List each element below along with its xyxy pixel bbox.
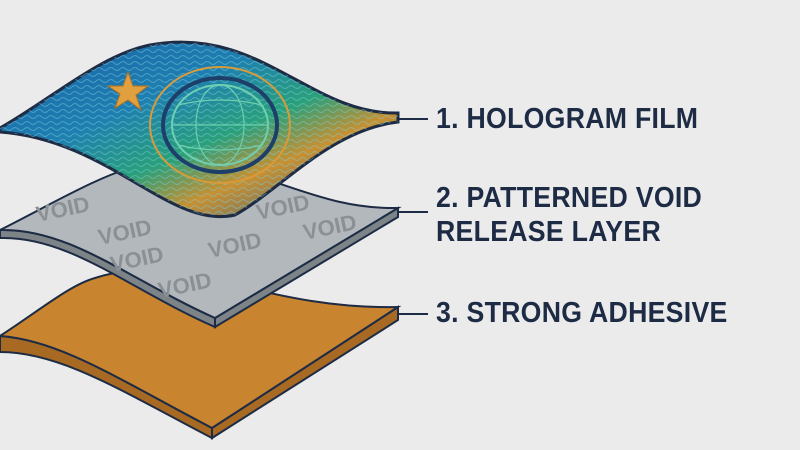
label-hologram-film: 1. HOLOGRAM FILM [436, 103, 699, 135]
adhesive-layer [0, 269, 402, 440]
hologram-film-layer [0, 40, 400, 219]
label-void-layer-line1: 2. PATTERNED VOID [436, 182, 703, 214]
star-icon [106, 70, 150, 112]
label-void-layer-line2: RELEASE LAYER [436, 216, 661, 248]
label-strong-adhesive: 3. STRONG ADHESIVE [436, 297, 728, 329]
void-release-layer: VOID VOID VOID VOID VOID VOID VOID [0, 161, 402, 329]
globe-seal [149, 66, 291, 184]
